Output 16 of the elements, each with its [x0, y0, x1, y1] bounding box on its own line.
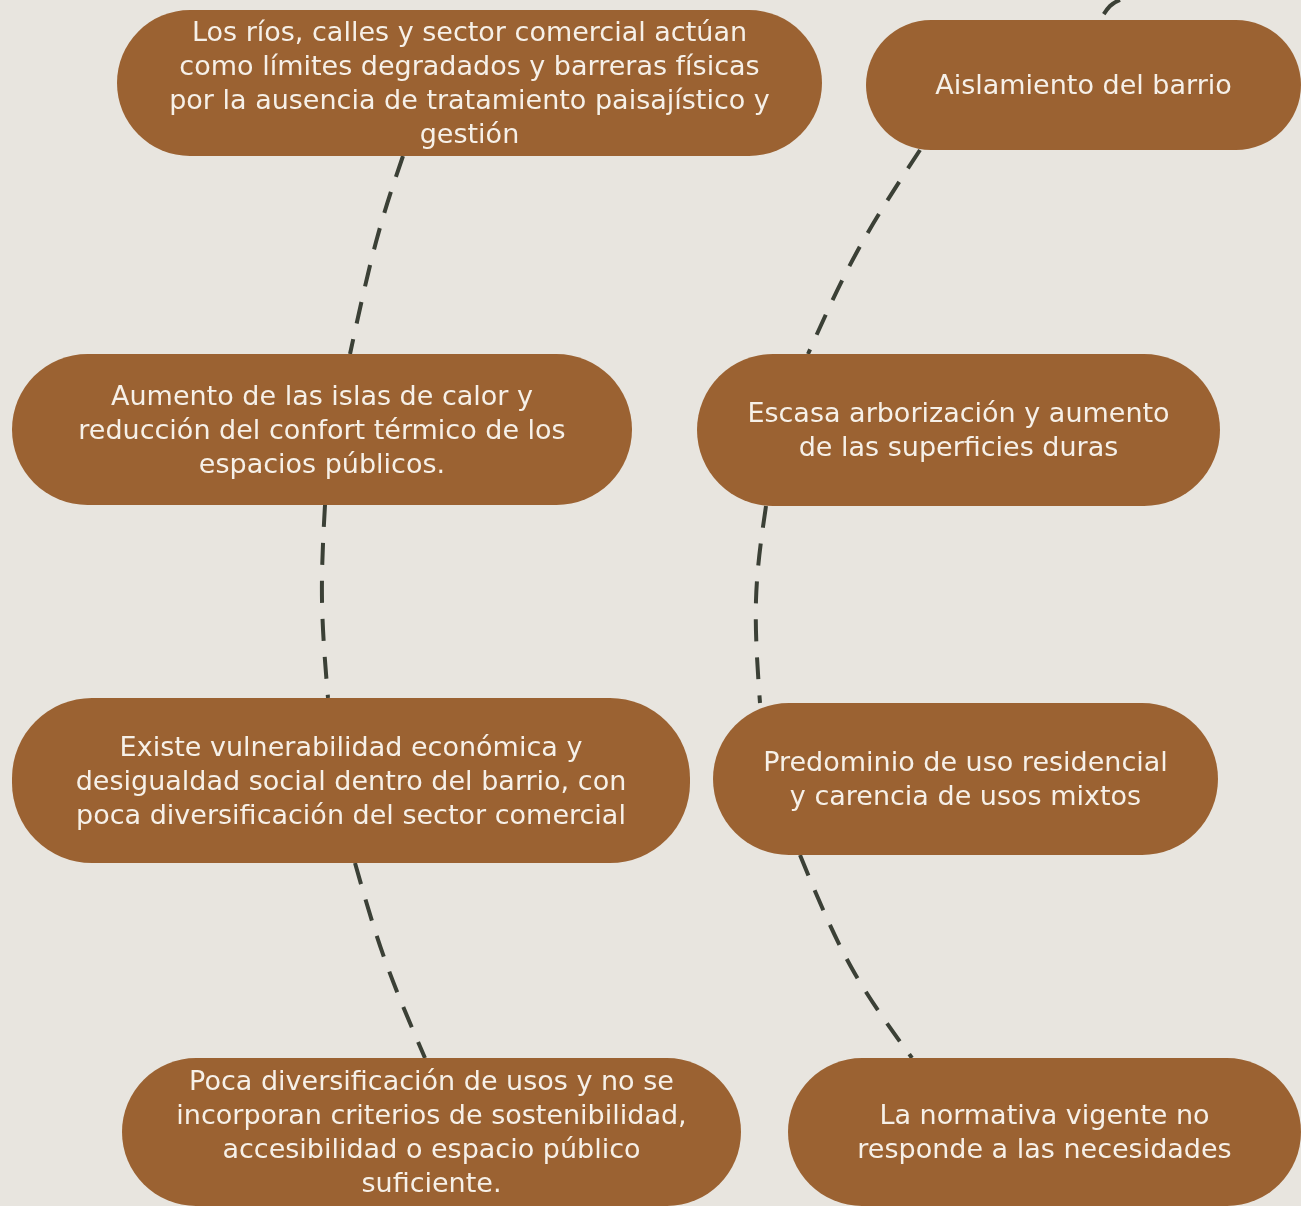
dashed-connector [348, 155, 405, 355]
dashed-connector [319, 504, 330, 699]
node-text: La normativa vigente no responde a las necesidades [856, 1098, 1233, 1166]
node-text: Predominio de uso residencial y carencia de usos mixtos [762, 745, 1169, 813]
dashed-connector [753, 505, 768, 704]
node-text: Aislamiento del barrio [935, 68, 1232, 102]
node-text: Escasa arborización y aumento de las superficies duras [746, 396, 1171, 464]
node-text: Existe vulnerabilidad económica y desigualdad social dentro del barrio, con poca diversificación del sector comercial [74, 729, 628, 832]
node-text: Poca diversificación de usos y no se incorporan criterios de sostenibilidad, accesibilidad o espacio público suficiente. [175, 1064, 688, 1200]
pill-box [866, 20, 1301, 150]
dashed-connector [353, 862, 427, 1059]
dashed-connector [798, 854, 914, 1060]
node-text: Los ríos, calles y sector comercial actúan como límites degradados y barreras físicas por la ausencia de tratamiento paisajístico y gestión [168, 15, 771, 151]
dashed-connector [806, 148, 922, 355]
pill-box [788, 1058, 1301, 1206]
node-text: Aumento de las islas de calor y reducción del confort térmico de los espacios públicos. [77, 378, 567, 481]
